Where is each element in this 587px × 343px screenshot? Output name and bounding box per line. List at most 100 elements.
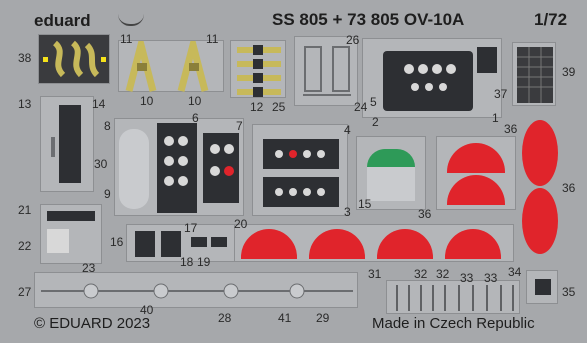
panel-gauges [275, 150, 325, 196]
part-label-34: 34 [508, 265, 522, 279]
part-label-14: 14 [92, 97, 106, 111]
part-15-seat-cushion [356, 136, 426, 210]
part-24-26-frame [294, 36, 358, 106]
part-label-37: 37 [494, 87, 508, 101]
strip-drawing [41, 283, 353, 299]
part-label-32b: 32 [436, 267, 450, 281]
part-6-7-cockpit-panel [114, 118, 244, 216]
part-label-40: 40 [140, 303, 154, 317]
part-label-18: 18 [180, 255, 194, 269]
box-16 [135, 231, 155, 257]
part-label-15: 15 [358, 197, 372, 211]
grey-base [367, 167, 415, 201]
part-label-25: 25 [272, 100, 286, 114]
part-13-14-console [40, 96, 94, 192]
console-highlight [51, 137, 55, 157]
part-label-4: 4 [344, 123, 351, 137]
copyright-text: © EDUARD 2023 [34, 315, 151, 332]
part-21-22-switch-panel [40, 204, 102, 264]
mask-4 [445, 229, 501, 259]
console-face [59, 105, 81, 183]
part-20-canopy-mask-strip [234, 224, 514, 262]
scale-label: 1/72 [534, 10, 568, 29]
part-label-12: 12 [250, 100, 264, 114]
part-label-21: 21 [18, 203, 32, 217]
part-label-16: 16 [110, 235, 124, 249]
part-label-3: 3 [344, 205, 351, 219]
part-16-19-row [126, 224, 236, 262]
part-36-canopy-mask-set [436, 136, 516, 210]
part-label-33a: 33 [460, 271, 474, 285]
part-label-5: 5 [370, 95, 377, 109]
part-label-1: 1 [492, 111, 499, 125]
buckles-drawing [237, 45, 281, 97]
instrument-face [383, 51, 473, 111]
part-label-11b: 11 [206, 32, 219, 46]
part-label-29: 29 [316, 311, 330, 325]
part-35-plate [526, 270, 558, 304]
part-label-10b: 10 [188, 94, 202, 108]
product-code: SS 805 + 73 805 OV-10A [272, 10, 465, 29]
part-label-2: 2 [372, 115, 379, 129]
plane-icon [118, 14, 144, 26]
belt-drawing [43, 40, 106, 78]
part-label-24: 24 [354, 100, 368, 114]
part-label-38: 38 [18, 51, 32, 65]
part-label-36c: 36 [418, 207, 432, 221]
part-3-4-instrument-panel [252, 124, 348, 216]
part-label-6: 6 [192, 111, 199, 125]
part-label-23: 23 [82, 261, 96, 275]
mask-1 [241, 229, 297, 259]
plate-face [535, 279, 551, 295]
part-label-36a: 36 [504, 122, 518, 136]
part-label-8: 8 [104, 119, 111, 133]
green-top [367, 149, 415, 167]
part-label-31: 31 [368, 267, 382, 281]
part-label-41: 41 [278, 311, 292, 325]
part-label-20: 20 [234, 217, 248, 231]
part-label-9: 9 [104, 187, 111, 201]
part-label-19: 19 [197, 255, 211, 269]
part-label-35: 35 [562, 285, 576, 299]
origin-text: Made in Czech Republic [372, 315, 535, 332]
part-38-belts [38, 34, 110, 84]
part-label-13: 13 [18, 97, 32, 111]
part-label-11a: 11 [120, 32, 133, 46]
switch-strip [47, 211, 95, 221]
part-label-17: 17 [184, 221, 198, 235]
part-label-22: 22 [18, 239, 32, 253]
part-label-32a: 32 [414, 267, 428, 281]
gauges-drawing [404, 47, 497, 91]
part-label-39: 39 [562, 65, 576, 79]
part-label-28: 28 [218, 311, 232, 325]
brand-logo: eduard [34, 11, 91, 30]
part-27-29-strip [34, 272, 358, 308]
part-31-34-small-parts [386, 280, 520, 314]
part-10-11-belts [118, 31, 224, 92]
mask-3 [377, 229, 433, 259]
part-2-instrument-panel [362, 38, 502, 118]
part-label-33b: 33 [484, 271, 498, 285]
box-18 [191, 237, 207, 247]
part-label-30: 30 [94, 157, 108, 171]
switch-block [47, 229, 69, 253]
part-36-canopy-mask-side-lower [522, 188, 558, 254]
part-label-36b: 36 [562, 181, 576, 195]
small-parts-drawing [396, 285, 514, 311]
part-label-26: 26 [346, 33, 360, 47]
mask-lower [447, 175, 505, 205]
box-19 [211, 237, 227, 247]
part-label-27: 27 [18, 285, 32, 299]
box-17 [161, 231, 181, 257]
frame-drawing [303, 46, 351, 96]
mask-2 [309, 229, 365, 259]
belt-pair-drawing [125, 31, 209, 92]
mask-upper [447, 143, 505, 173]
cockpit-panel-drawing [119, 123, 239, 213]
part-39-grid [512, 42, 556, 106]
part-36-canopy-mask-side-upper [522, 120, 558, 186]
grid-drawing [517, 47, 553, 103]
part-label-7: 7 [236, 119, 243, 133]
part-label-10a: 10 [140, 94, 154, 108]
